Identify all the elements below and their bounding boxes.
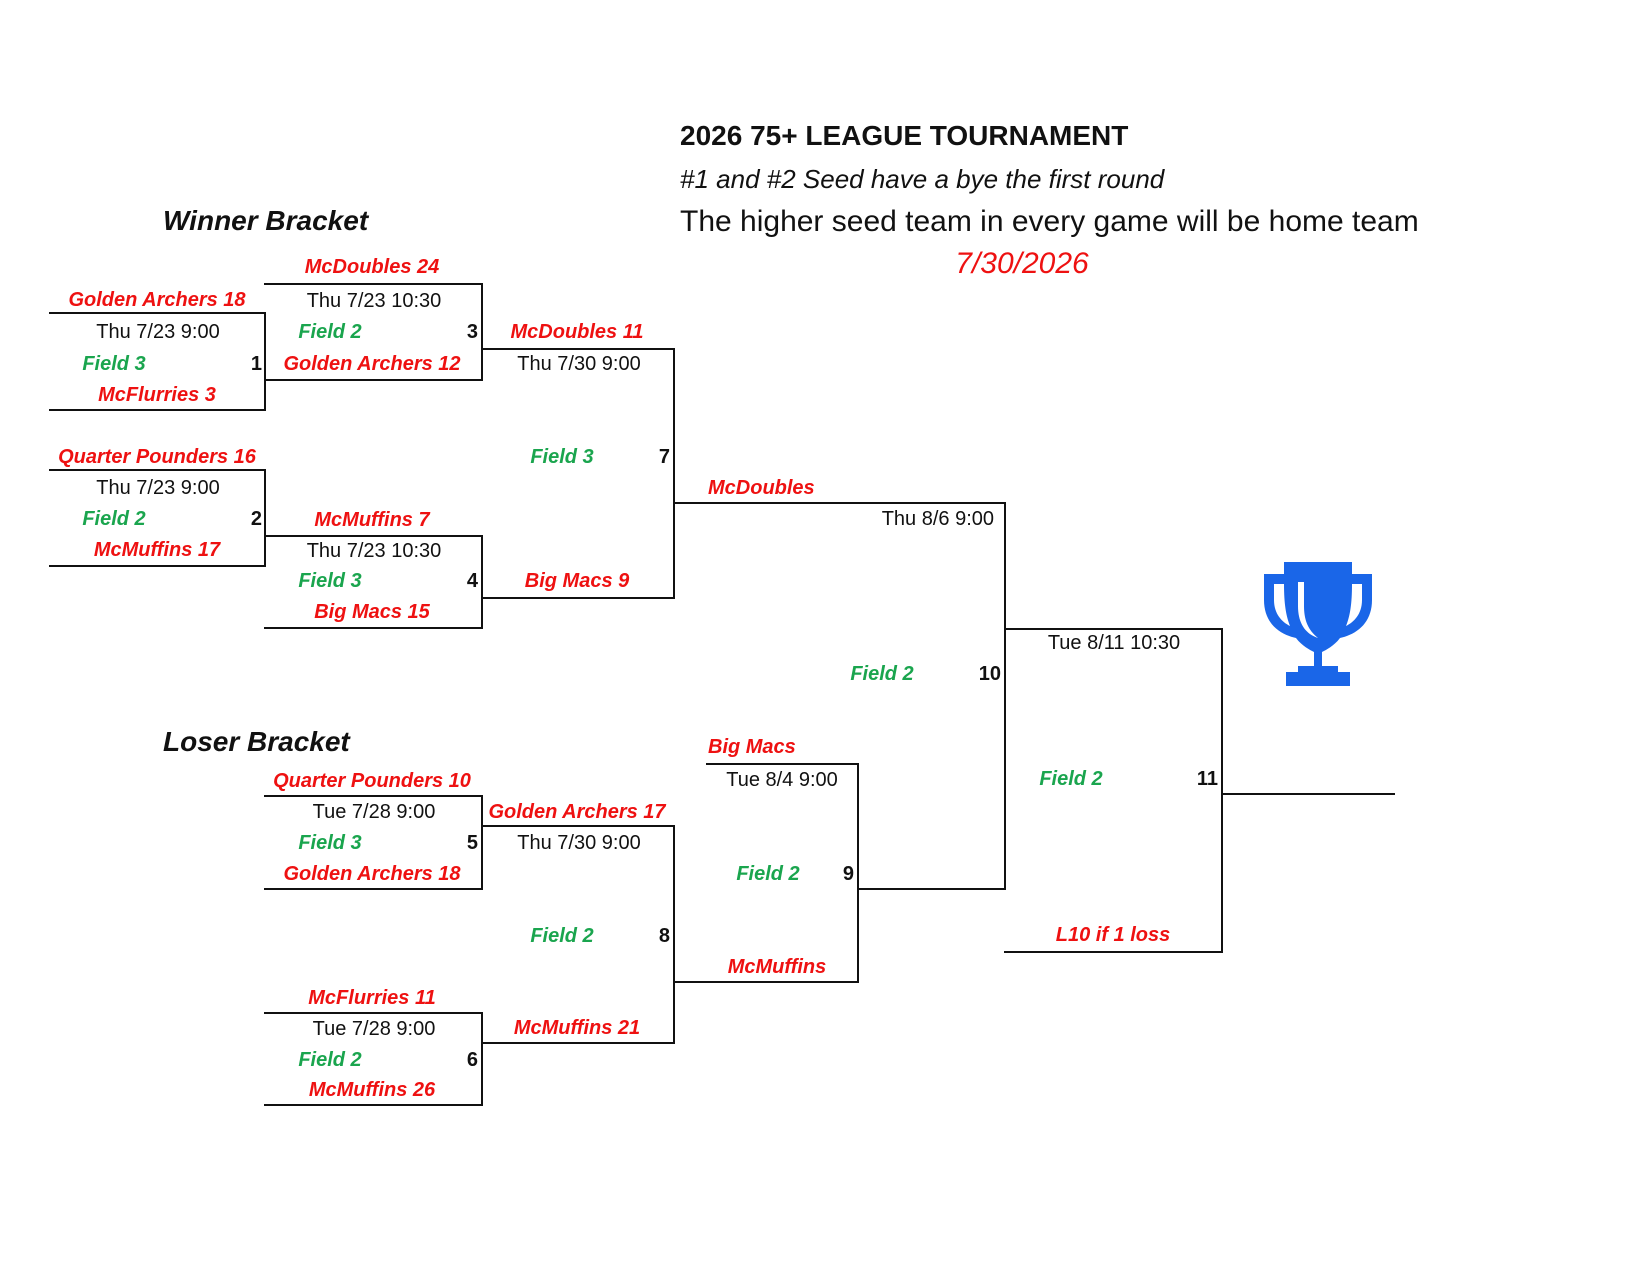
bracket-line — [857, 763, 859, 983]
team-label: Golden Archers 18 — [68, 289, 246, 311]
bracket-line — [1221, 628, 1223, 953]
game-datetime: Tue 7/28 9:00 — [312, 1018, 436, 1040]
bracket-line — [481, 283, 483, 381]
bracket-line — [49, 469, 266, 471]
team-label: McDoubles 24 — [304, 256, 440, 278]
field-label: Field 2 — [1039, 768, 1103, 790]
team-label: Golden Archers 18 — [283, 863, 461, 885]
bracket-line — [706, 763, 859, 765]
bracket-line — [1004, 628, 1223, 630]
game-number: 2 — [250, 508, 262, 530]
field-label: Field 2 — [298, 321, 362, 343]
field-label: Field 2 — [298, 1049, 362, 1071]
bracket-line — [481, 348, 675, 350]
bracket-line — [481, 535, 483, 629]
loser-bracket-heading: Loser Bracket — [163, 726, 350, 757]
game-datetime: Tue 7/28 9:00 — [312, 801, 436, 823]
bracket-line — [673, 825, 675, 1044]
team-label: Big Macs 9 — [524, 570, 630, 592]
tournament-date: 7/30/2026 — [955, 247, 1089, 280]
field-label: Field 3 — [298, 832, 362, 854]
bracket-line — [264, 1104, 483, 1106]
bracket-line — [264, 627, 483, 629]
home-team-note: The higher seed team in every game will … — [680, 205, 1419, 238]
game-number: 3 — [466, 321, 478, 343]
team-label: McMuffins 21 — [513, 1017, 641, 1039]
team-label: McMuffins — [727, 956, 827, 978]
team-label: L10 if 1 loss — [1055, 924, 1171, 946]
champion-line — [1221, 793, 1395, 795]
bracket-line — [264, 469, 266, 567]
bracket-line — [481, 825, 675, 827]
game-datetime: Tue 8/4 9:00 — [726, 769, 838, 791]
game-datetime: Tue 8/11 10:30 — [1047, 632, 1181, 654]
game-number: 5 — [466, 832, 478, 854]
game-number: 9 — [842, 863, 854, 885]
bracket-line — [1004, 951, 1223, 953]
field-label: Field 3 — [298, 570, 362, 592]
team-label: Quarter Pounders 16 — [58, 446, 256, 468]
bracket-line — [481, 597, 675, 599]
field-label: Field 2 — [850, 663, 914, 685]
bracket-line — [859, 888, 1006, 890]
field-label: Field 2 — [736, 863, 800, 885]
team-label: McFlurries 11 — [308, 987, 436, 1009]
bracket-line — [49, 312, 266, 314]
bracket-line — [673, 502, 1006, 504]
bracket-line — [264, 888, 483, 890]
bracket-line — [264, 379, 483, 381]
bracket-line — [49, 565, 266, 567]
trophy-icon — [1264, 562, 1372, 686]
bracket-line — [481, 1042, 675, 1044]
team-label: McMuffins 7 — [314, 509, 430, 531]
game-number: 11 — [1196, 768, 1218, 790]
game-datetime: Thu 7/23 10:30 — [306, 540, 442, 562]
bracket-line — [673, 348, 675, 599]
bracket-line — [49, 409, 266, 411]
team-label: McMuffins 26 — [308, 1079, 436, 1101]
game-number: 7 — [658, 446, 670, 468]
team-label: Big Macs 15 — [314, 601, 430, 623]
bye-note: #1 and #2 Seed have a bye the first roun… — [680, 164, 1165, 194]
game-number: 10 — [978, 663, 1001, 685]
bracket-line — [264, 283, 483, 285]
game-number: 1 — [250, 353, 262, 375]
team-label: Big Macs — [708, 736, 796, 758]
game-datetime: Thu 8/6 9:00 — [881, 508, 994, 530]
game-number: 6 — [466, 1049, 478, 1071]
field-label: Field 3 — [530, 446, 594, 468]
game-datetime: Thu 7/23 10:30 — [306, 290, 442, 312]
field-label: Field 3 — [82, 353, 146, 375]
game-number: 8 — [658, 925, 670, 947]
game-datetime: Thu 7/23 9:00 — [96, 321, 220, 343]
bracket-line — [481, 795, 483, 890]
bracket-line — [1004, 502, 1006, 890]
team-label: Golden Archers 12 — [283, 353, 461, 375]
bracket-line — [264, 1012, 483, 1014]
game-number: 4 — [466, 570, 478, 592]
page-title: 2026 75+ LEAGUE TOURNAMENT — [680, 120, 1129, 151]
game-datetime: Thu 7/30 9:00 — [517, 353, 641, 375]
bracket-line — [264, 795, 483, 797]
bracket-line — [264, 535, 483, 537]
bracket-line — [264, 312, 266, 411]
team-label: Quarter Pounders 10 — [273, 770, 471, 792]
game-datetime: Thu 7/30 9:00 — [517, 832, 641, 854]
field-label: Field 2 — [82, 508, 146, 530]
game-datetime: Thu 7/23 9:00 — [96, 477, 220, 499]
team-label: McMuffins 17 — [93, 539, 221, 561]
team-label: McDoubles — [708, 477, 815, 499]
winner-bracket-heading: Winner Bracket — [163, 205, 369, 236]
team-label: Golden Archers 17 — [488, 801, 666, 823]
bracket-line — [481, 1012, 483, 1106]
team-label: McDoubles 11 — [510, 321, 644, 343]
bracket-line — [673, 981, 859, 983]
team-label: McFlurries 3 — [98, 384, 216, 406]
field-label: Field 2 — [530, 925, 594, 947]
